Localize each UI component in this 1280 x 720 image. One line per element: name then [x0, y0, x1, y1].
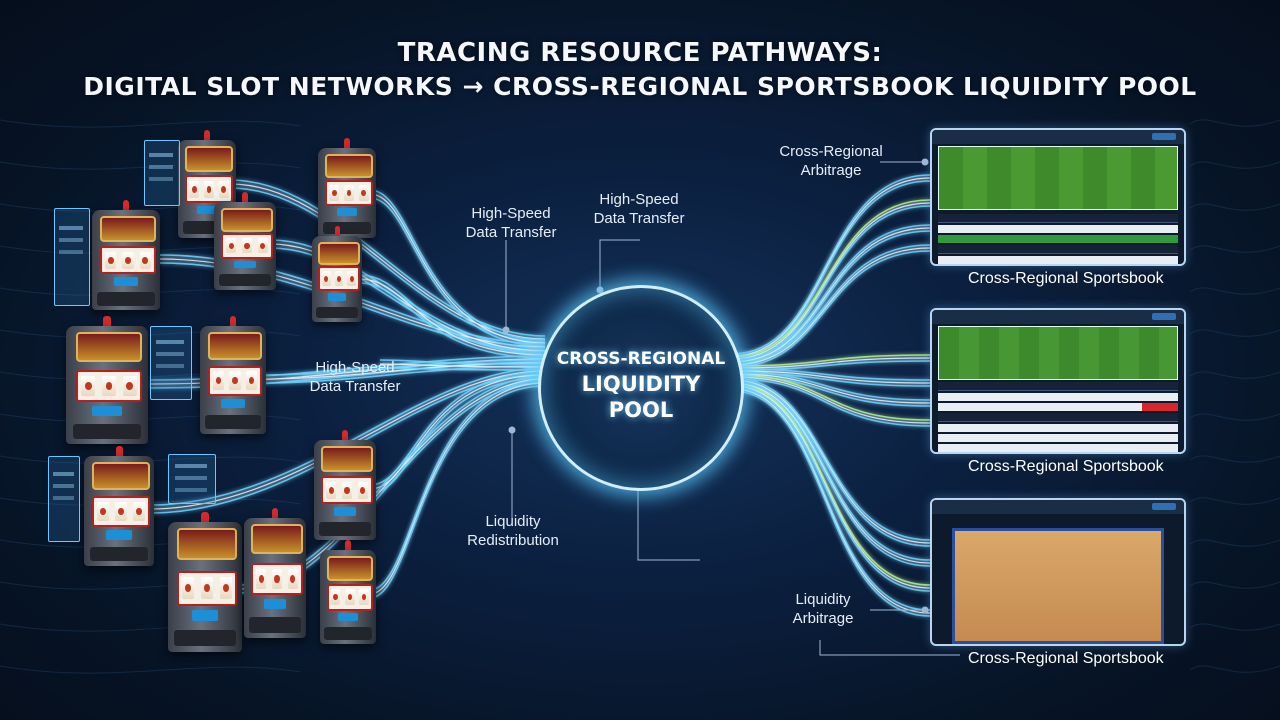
data-panel-icon: [54, 208, 90, 306]
label-leader-lines: [502, 158, 960, 656]
sportsbook-label-1: Cross-Regional Sportsbook: [968, 270, 1164, 287]
soccer-field-icon: [938, 146, 1178, 210]
label-liquidity-arbitrage: Liquidity Arbitrage: [792, 591, 854, 627]
title-line-1: TRACING RESOURCE PATHWAYS:: [397, 38, 883, 68]
label-liquidity-redistribution: Liquidity Redistribution: [467, 513, 559, 549]
pool-to-sportsbook-flows: [731, 174, 931, 617]
slot-machine-icon: [168, 512, 242, 652]
slot-machine-icon: [244, 508, 306, 638]
slot-machine-icon: [320, 540, 376, 644]
slot-machine-icon: [314, 430, 376, 540]
title-line-2: DIGITAL SLOT NETWORKS → CROSS-REGIONAL S…: [83, 72, 1197, 101]
slot-machine-icon: [318, 138, 376, 238]
basketball-court-icon: [952, 528, 1164, 644]
data-panel-icon: [168, 454, 216, 504]
slot-machine-icon: [200, 316, 266, 434]
football-field-icon: [938, 326, 1178, 380]
label-cross-regional-arbitrage: Cross-Regional Arbitrage: [779, 143, 883, 179]
hub-label-line-2: LIQUIDITY: [581, 372, 701, 396]
sportsbook-label-2: Cross-Regional Sportsbook: [968, 458, 1164, 475]
sportsbook-screen-american-football: [930, 308, 1186, 454]
slot-machine-icon: [92, 200, 160, 310]
slot-machine-icon: [66, 316, 148, 444]
sportsbook-label-3: Cross-Regional Sportsbook: [968, 650, 1164, 667]
label-high-speed-transfer-mid-left: High-Speed Data Transfer: [309, 359, 401, 395]
slot-machine-icon: [214, 192, 276, 290]
data-panel-icon: [150, 326, 192, 400]
slot-machine-icon: [312, 226, 362, 322]
data-panel-icon: [144, 140, 180, 206]
liquidity-pool-hub: CROSS-REGIONAL LIQUIDITY POOL: [538, 285, 744, 491]
label-high-speed-transfer-upper-right: High-Speed Data Transfer: [593, 191, 685, 227]
hub-label-line-3: POOL: [608, 398, 674, 422]
slot-machine-icon: [84, 446, 154, 566]
hub-label-line-1: CROSS-REGIONAL: [556, 349, 726, 369]
data-panel-icon: [48, 456, 80, 542]
label-high-speed-transfer-upper-left: High-Speed Data Transfer: [465, 205, 557, 241]
sportsbook-screen-basketball: [930, 498, 1186, 646]
sportsbook-screen-soccer: [930, 128, 1186, 266]
